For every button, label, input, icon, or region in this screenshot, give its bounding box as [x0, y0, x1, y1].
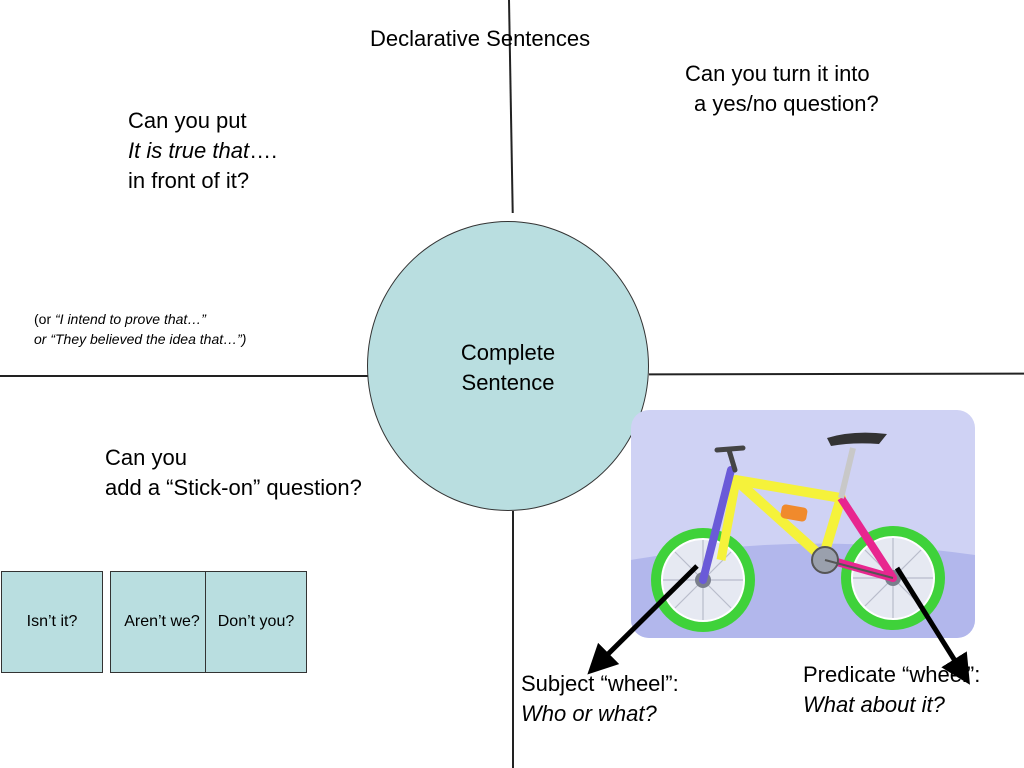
bicycle-picture: [631, 410, 975, 638]
note-phrase-1: “I intend to prove that…”: [55, 311, 206, 327]
it-is-true-phrase: It is true that: [128, 138, 250, 163]
subject-wheel-title: Subject “wheel”:: [521, 671, 679, 696]
bicycle-icon: [631, 432, 975, 638]
subject-wheel-label: Subject “wheel”: Who or what?: [521, 669, 679, 729]
it-is-true-line-2: It is true that….: [128, 136, 277, 166]
note-prefix: (or: [34, 311, 55, 327]
note-line-1: (or “I intend to prove that…”: [34, 309, 246, 329]
it-is-true-ellipsis: ….: [249, 138, 278, 163]
yes-no-line-1: Can you turn it into: [685, 61, 870, 86]
stick-on-line-2: add a “Stick-on” question?: [105, 475, 362, 500]
yes-no-prompt: Can you turn it into a yes/no question?: [685, 59, 879, 119]
stick-on-prompt: Can you add a “Stick-on” question?: [105, 443, 362, 503]
tag-box-dont-you: Don’t you?: [205, 571, 307, 673]
center-line-1: Complete: [460, 340, 556, 365]
tag-box-isnt-it: Isn’t it?: [1, 571, 103, 673]
it-is-true-prompt: Can you put It is true that…. in front o…: [128, 106, 277, 196]
complete-sentence-circle: [367, 221, 649, 511]
divider-horizontal-right: [648, 372, 1024, 375]
divider-vertical-bottom: [512, 511, 514, 768]
page-title: Declarative Sentences: [370, 26, 591, 51]
center-line-2: Sentence: [461, 370, 555, 395]
subject-wheel-question: Who or what?: [521, 701, 657, 726]
tag-box-arent-we: Aren’t we?: [110, 571, 214, 673]
predicate-wheel-label: Predicate “wheel”: What about it?: [803, 660, 980, 720]
it-is-true-line-3: in front of it?: [128, 168, 250, 193]
predicate-wheel-title: Predicate “wheel”:: [803, 662, 981, 687]
it-is-true-line-1: Can you put: [128, 108, 247, 133]
yes-no-line-2: a yes/no question?: [694, 91, 879, 116]
divider-horizontal-left: [0, 375, 368, 377]
stick-on-line-1: Can you: [105, 445, 187, 470]
alternative-phrases-note: (or “I intend to prove that…” or “They b…: [34, 309, 246, 349]
note-line-2: or “They believed the idea that…”): [34, 331, 247, 347]
complete-sentence-label: Complete Sentence: [367, 338, 649, 398]
predicate-wheel-question: What about it?: [803, 692, 945, 717]
